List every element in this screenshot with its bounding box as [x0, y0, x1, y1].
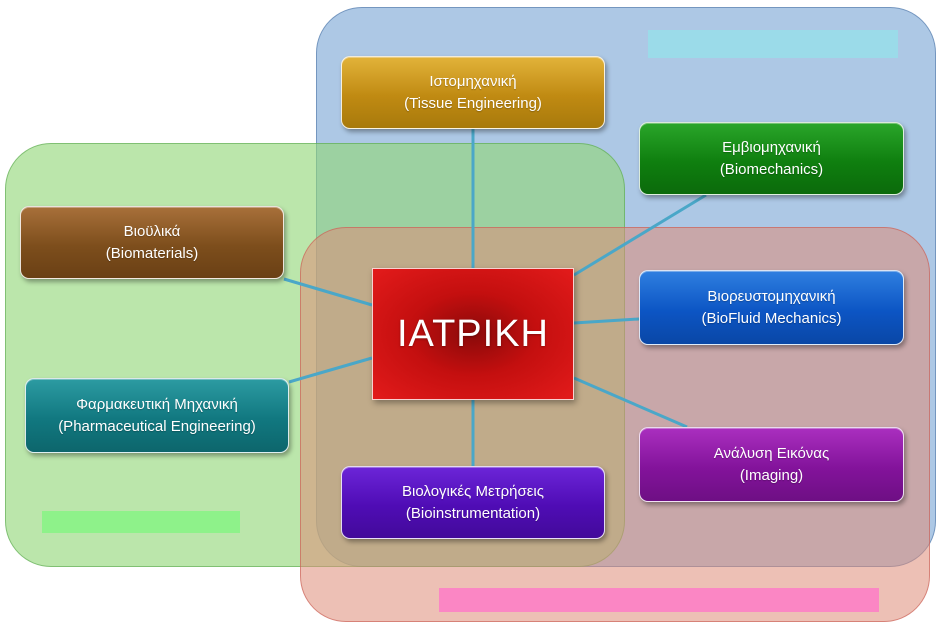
node-bioinst-greek: Βιολογικές Μετρήσεις — [402, 482, 544, 500]
node-imaging-greek: Ανάλυση Εικόνας — [713, 444, 830, 462]
node-biofluid-greek: Βιορευστομηχανική — [707, 287, 836, 305]
label-bar-cyan — [648, 30, 898, 58]
node-biomaterials: Βιοϋλικά (Biomaterials) — [20, 206, 284, 279]
node-biomech-english: (Biomechanics) — [719, 160, 824, 178]
node-imaging-english: (Imaging) — [739, 466, 804, 484]
node-biomaterials-english: (Biomaterials) — [105, 244, 199, 262]
node-pharma-greek: Φαρμακευτική Μηχανική — [76, 395, 238, 413]
node-biomechanics: Εμβιομηχανική (Biomechanics) — [639, 122, 904, 195]
node-tissue-engineering: Ιστομηχανική (Tissue Engineering) — [341, 56, 605, 129]
node-biofluid-english: (BioFluid Mechanics) — [701, 309, 842, 327]
node-biofluid-mechanics: Βιορευστομηχανική (BioFluid Mechanics) — [639, 270, 904, 345]
center-label: ΙΑΤΡΙΚΗ — [397, 312, 549, 355]
node-bioinstrumentation: Βιολογικές Μετρήσεις (Bioinstrumentation… — [341, 466, 605, 539]
node-pharma-english: (Pharmaceutical Engineering) — [58, 417, 256, 435]
node-bioinst-english: (Bioinstrumentation) — [405, 504, 541, 522]
label-bar-green — [42, 511, 240, 533]
node-imaging: Ανάλυση Εικόνας (Imaging) — [639, 427, 904, 502]
node-tissue-greek: Ιστομηχανική — [429, 72, 517, 90]
label-bar-pink — [439, 588, 879, 612]
node-pharmaceutical-engineering: Φαρμακευτική Μηχανική (Pharmaceutical En… — [25, 378, 289, 453]
node-biomaterials-greek: Βιοϋλικά — [123, 222, 181, 240]
node-biomech-greek: Εμβιομηχανική — [722, 138, 821, 156]
node-center-medicine: ΙΑΤΡΙΚΗ — [372, 268, 574, 400]
node-tissue-english: (Tissue Engineering) — [404, 94, 542, 112]
